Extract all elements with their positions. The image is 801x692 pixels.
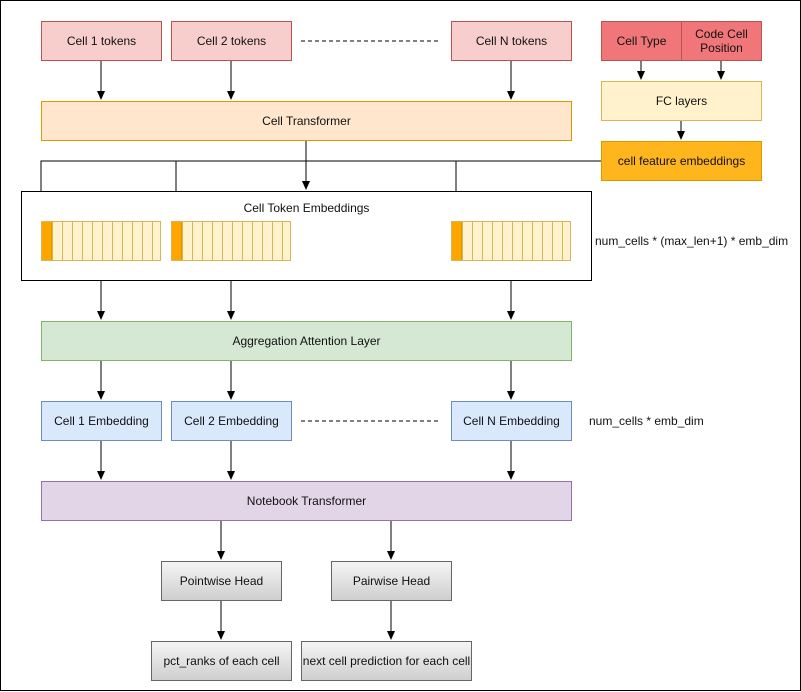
celln-feature-token xyxy=(452,222,462,260)
aggregation-attention-box: Aggregation Attention Layer xyxy=(41,321,572,361)
cell1-embedding-label: Cell 1 Embedding xyxy=(54,414,149,428)
celln-tokens-label: Cell N tokens xyxy=(475,34,548,48)
cell-transformer-label: Cell Transformer xyxy=(262,114,351,128)
aggregation-attention-label: Aggregation Attention Layer xyxy=(232,334,381,348)
cell-embeddings-shape-label: num_cells * emb_dim xyxy=(589,414,704,428)
pairwise-head-box: Pairwise Head xyxy=(331,561,452,601)
celln-tokens-box: Cell N tokens xyxy=(451,21,572,61)
fc-layers-box: FC layers xyxy=(601,81,762,121)
cell2-embedding-box: Cell 2 Embedding xyxy=(171,401,292,441)
code-cell-position-label: Code Cell Position xyxy=(695,27,748,55)
celln-embedding-label: Cell N Embedding xyxy=(463,414,560,428)
cell1-tokens-box: Cell 1 tokens xyxy=(41,21,162,61)
pairwise-output-box: next cell prediction for each cell xyxy=(301,641,472,681)
pointwise-output-box: pct_ranks of each cell xyxy=(151,641,292,681)
token-embeddings-shape-label: num_cells * (max_len+1) * emb_dim xyxy=(595,234,789,248)
code-cell-position-box: Code Cell Position xyxy=(681,21,762,61)
cell2-embedding-label: Cell 2 Embedding xyxy=(184,414,279,428)
celln-embedding-box: Cell N Embedding xyxy=(451,401,572,441)
cell1-token-strip xyxy=(41,221,161,261)
cell1-embedding-box: Cell 1 Embedding xyxy=(41,401,162,441)
cell-feature-embeddings-box: cell feature embeddings xyxy=(601,141,762,181)
cell1-feature-token xyxy=(42,222,52,260)
pointwise-output-label: pct_ranks of each cell xyxy=(163,654,280,668)
pairwise-head-label: Pairwise Head xyxy=(352,574,431,588)
pointwise-head-label: Pointwise Head xyxy=(179,574,264,588)
cell2-token-strip xyxy=(171,221,291,261)
cell1-tokens-label: Cell 1 tokens xyxy=(66,34,137,48)
cell-type-label: Cell Type xyxy=(616,34,667,48)
cell-type-box: Cell Type xyxy=(601,21,682,61)
notebook-transformer-label: Notebook Transformer xyxy=(246,494,367,508)
celln-token-strip xyxy=(451,221,571,261)
cell2-tokens-label: Cell 2 tokens xyxy=(196,34,267,48)
fc-layers-label: FC layers xyxy=(655,94,708,108)
cell-token-embeddings-title: Cell Token Embeddings xyxy=(243,201,370,215)
cell2-tokens-box: Cell 2 tokens xyxy=(171,21,292,61)
cell-feature-embeddings-label: cell feature embeddings xyxy=(617,154,746,168)
notebook-transformer-box: Notebook Transformer xyxy=(41,481,572,521)
cell2-feature-token xyxy=(172,222,182,260)
pairwise-output-label: next cell prediction for each cell xyxy=(302,654,471,668)
cell-transformer-box: Cell Transformer xyxy=(41,101,572,141)
pointwise-head-box: Pointwise Head xyxy=(161,561,282,601)
